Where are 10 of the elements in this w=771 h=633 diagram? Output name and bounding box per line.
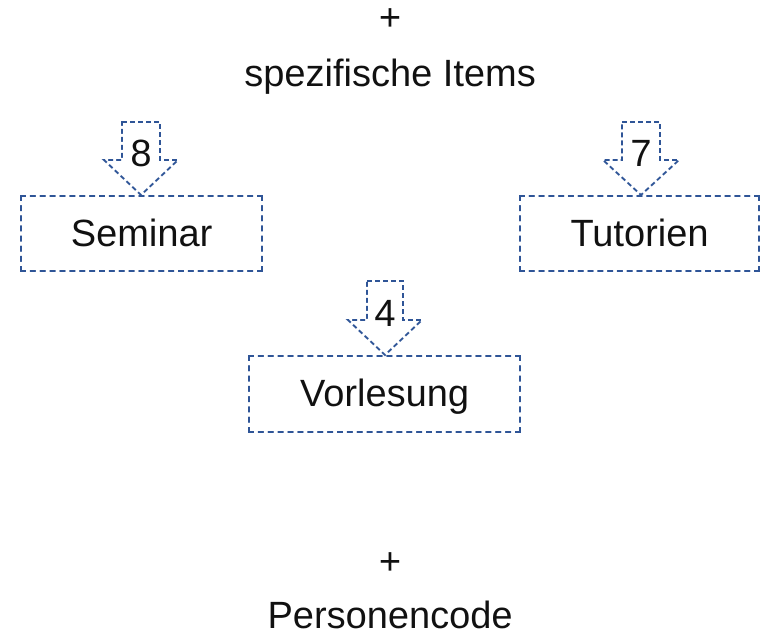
node-label: Seminar <box>70 212 212 256</box>
dashed-box <box>20 195 263 272</box>
node-label: Vorlesung <box>300 372 469 416</box>
text-label: + <box>378 540 402 584</box>
text-label: + <box>378 0 402 40</box>
text-label: spezifische Items <box>244 52 536 96</box>
text-label: Personencode <box>267 594 513 633</box>
dashed-box <box>519 195 760 272</box>
node-label: Tutorien <box>570 212 708 256</box>
dashed-box <box>248 355 521 433</box>
